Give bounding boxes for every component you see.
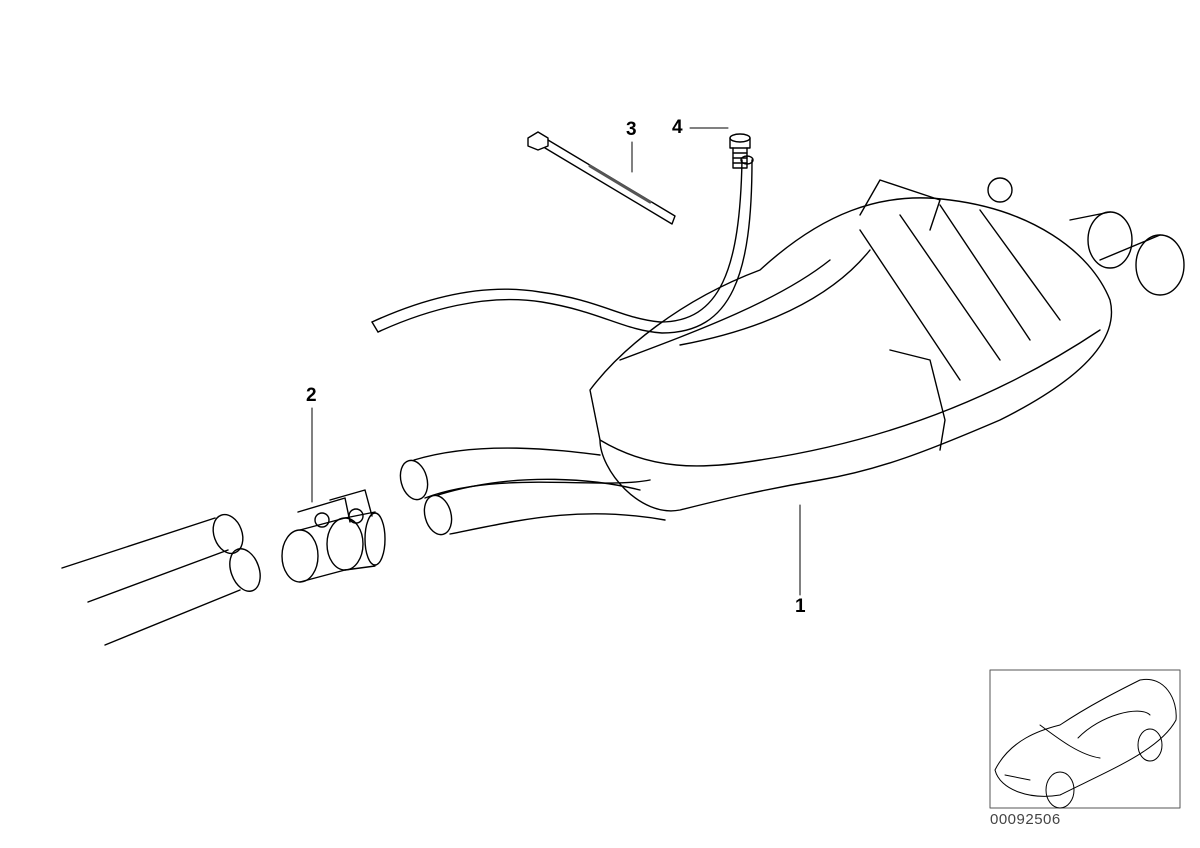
hose [371, 155, 754, 334]
callout-1[interactable]: 1 [795, 596, 806, 617]
vehicle-thumbnail [989, 669, 1181, 809]
rear-muffler [399, 177, 1185, 536]
callout-2[interactable]: 2 [306, 385, 317, 406]
callout-4[interactable]: 4 [672, 117, 683, 138]
leader-lines [311, 127, 801, 596]
cable-tie [527, 131, 676, 225]
exhaust-pipes [61, 513, 261, 646]
plug [729, 133, 751, 169]
callout-3[interactable]: 3 [626, 119, 637, 140]
diagram-number: 00092506 [990, 811, 1061, 828]
pipe-clamp [281, 489, 386, 583]
